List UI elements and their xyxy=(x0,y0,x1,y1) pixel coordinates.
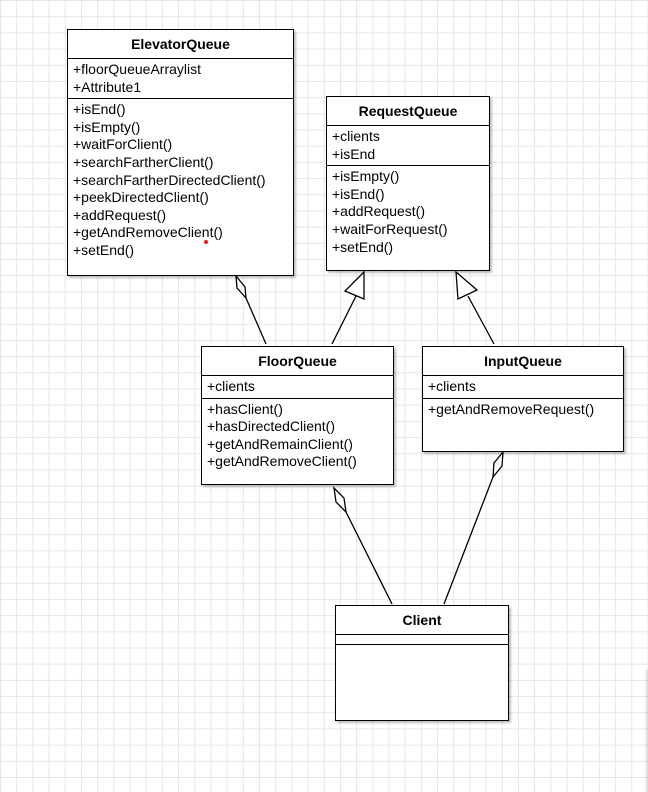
attribute[interactable]: +isEnd xyxy=(332,145,376,162)
attribute[interactable]: +clients xyxy=(332,128,380,144)
method[interactable]: +getAndRemoveClient() xyxy=(73,224,223,241)
methods-section: +isEmpty() +isEnd() +addRequest() +waitF… xyxy=(327,166,489,258)
method[interactable]: +hasDirectedClient() xyxy=(207,418,335,435)
class-client[interactable]: Client xyxy=(335,605,509,721)
attribute[interactable]: +clients xyxy=(428,378,476,394)
method[interactable]: +getAndRemoveClient() xyxy=(207,453,357,470)
class-name: ElevatorQueue xyxy=(68,30,293,59)
method[interactable]: +isEmpty() xyxy=(73,118,141,135)
method[interactable]: +isEnd() xyxy=(332,185,385,202)
attributes-section: +clients +isEnd xyxy=(327,126,489,167)
class-inputqueue[interactable]: InputQueue +clients +getAndRemoveRequest… xyxy=(422,346,624,452)
attributes-section: +clients xyxy=(423,376,623,399)
method[interactable]: +waitForRequest() xyxy=(332,220,448,237)
attribute[interactable]: +Attribute1 xyxy=(73,78,142,95)
generalization-floorqueue-requestqueue[interactable] xyxy=(331,270,365,345)
method[interactable]: +addRequest() xyxy=(332,203,426,220)
methods-section: +hasClient() +hasDirectedClient() +getAn… xyxy=(202,399,393,473)
method[interactable]: +getAndRemainClient() xyxy=(207,435,353,452)
aggregation-inputqueue-client[interactable] xyxy=(443,450,504,605)
attributes-section: +clients xyxy=(202,376,393,399)
attribute[interactable]: +clients xyxy=(207,378,255,394)
method[interactable]: +hasClient() xyxy=(207,400,283,417)
class-floorqueue[interactable]: FloorQueue +clients +hasClient() +hasDir… xyxy=(201,346,394,485)
attribute[interactable]: +floorQueueArraylist xyxy=(73,61,202,77)
method[interactable]: +addRequest() xyxy=(73,206,167,223)
window-edge-shadow xyxy=(644,670,648,792)
aggregation-elevatorqueue-floorqueue[interactable] xyxy=(235,273,267,345)
method[interactable]: +isEmpty() xyxy=(332,168,400,185)
class-name: FloorQueue xyxy=(202,347,393,376)
method[interactable]: +peekDirectedClient() xyxy=(73,189,209,206)
methods-section xyxy=(336,645,508,649)
cursor-marker xyxy=(204,240,208,244)
attributes-section: +floorQueueArraylist +Attribute1 xyxy=(68,59,293,100)
class-elevatorqueue[interactable]: ElevatorQueue +floorQueueArraylist +Attr… xyxy=(67,29,294,276)
attributes-section xyxy=(336,635,508,645)
method[interactable]: +searchFartherClient() xyxy=(73,153,214,170)
method[interactable]: +isEnd() xyxy=(73,101,126,118)
method[interactable]: +getAndRemoveRequest() xyxy=(428,400,595,417)
class-requestqueue[interactable]: RequestQueue +clients +isEnd +isEmpty() … xyxy=(326,96,490,271)
method[interactable]: +setEnd() xyxy=(73,241,135,258)
generalization-inputqueue-requestqueue[interactable] xyxy=(455,270,495,345)
methods-section: +isEnd() +isEmpty() +waitForClient() +se… xyxy=(68,99,293,261)
method[interactable]: +searchFartherDirectedClient() xyxy=(73,171,266,188)
aggregation-floorqueue-client[interactable] xyxy=(333,486,393,605)
methods-section: +getAndRemoveRequest() xyxy=(423,399,623,421)
class-name: InputQueue xyxy=(423,347,623,376)
method[interactable]: +setEnd() xyxy=(332,238,394,255)
class-name: Client xyxy=(336,606,508,635)
method[interactable]: +waitForClient() xyxy=(73,136,173,153)
class-name: RequestQueue xyxy=(327,97,489,126)
